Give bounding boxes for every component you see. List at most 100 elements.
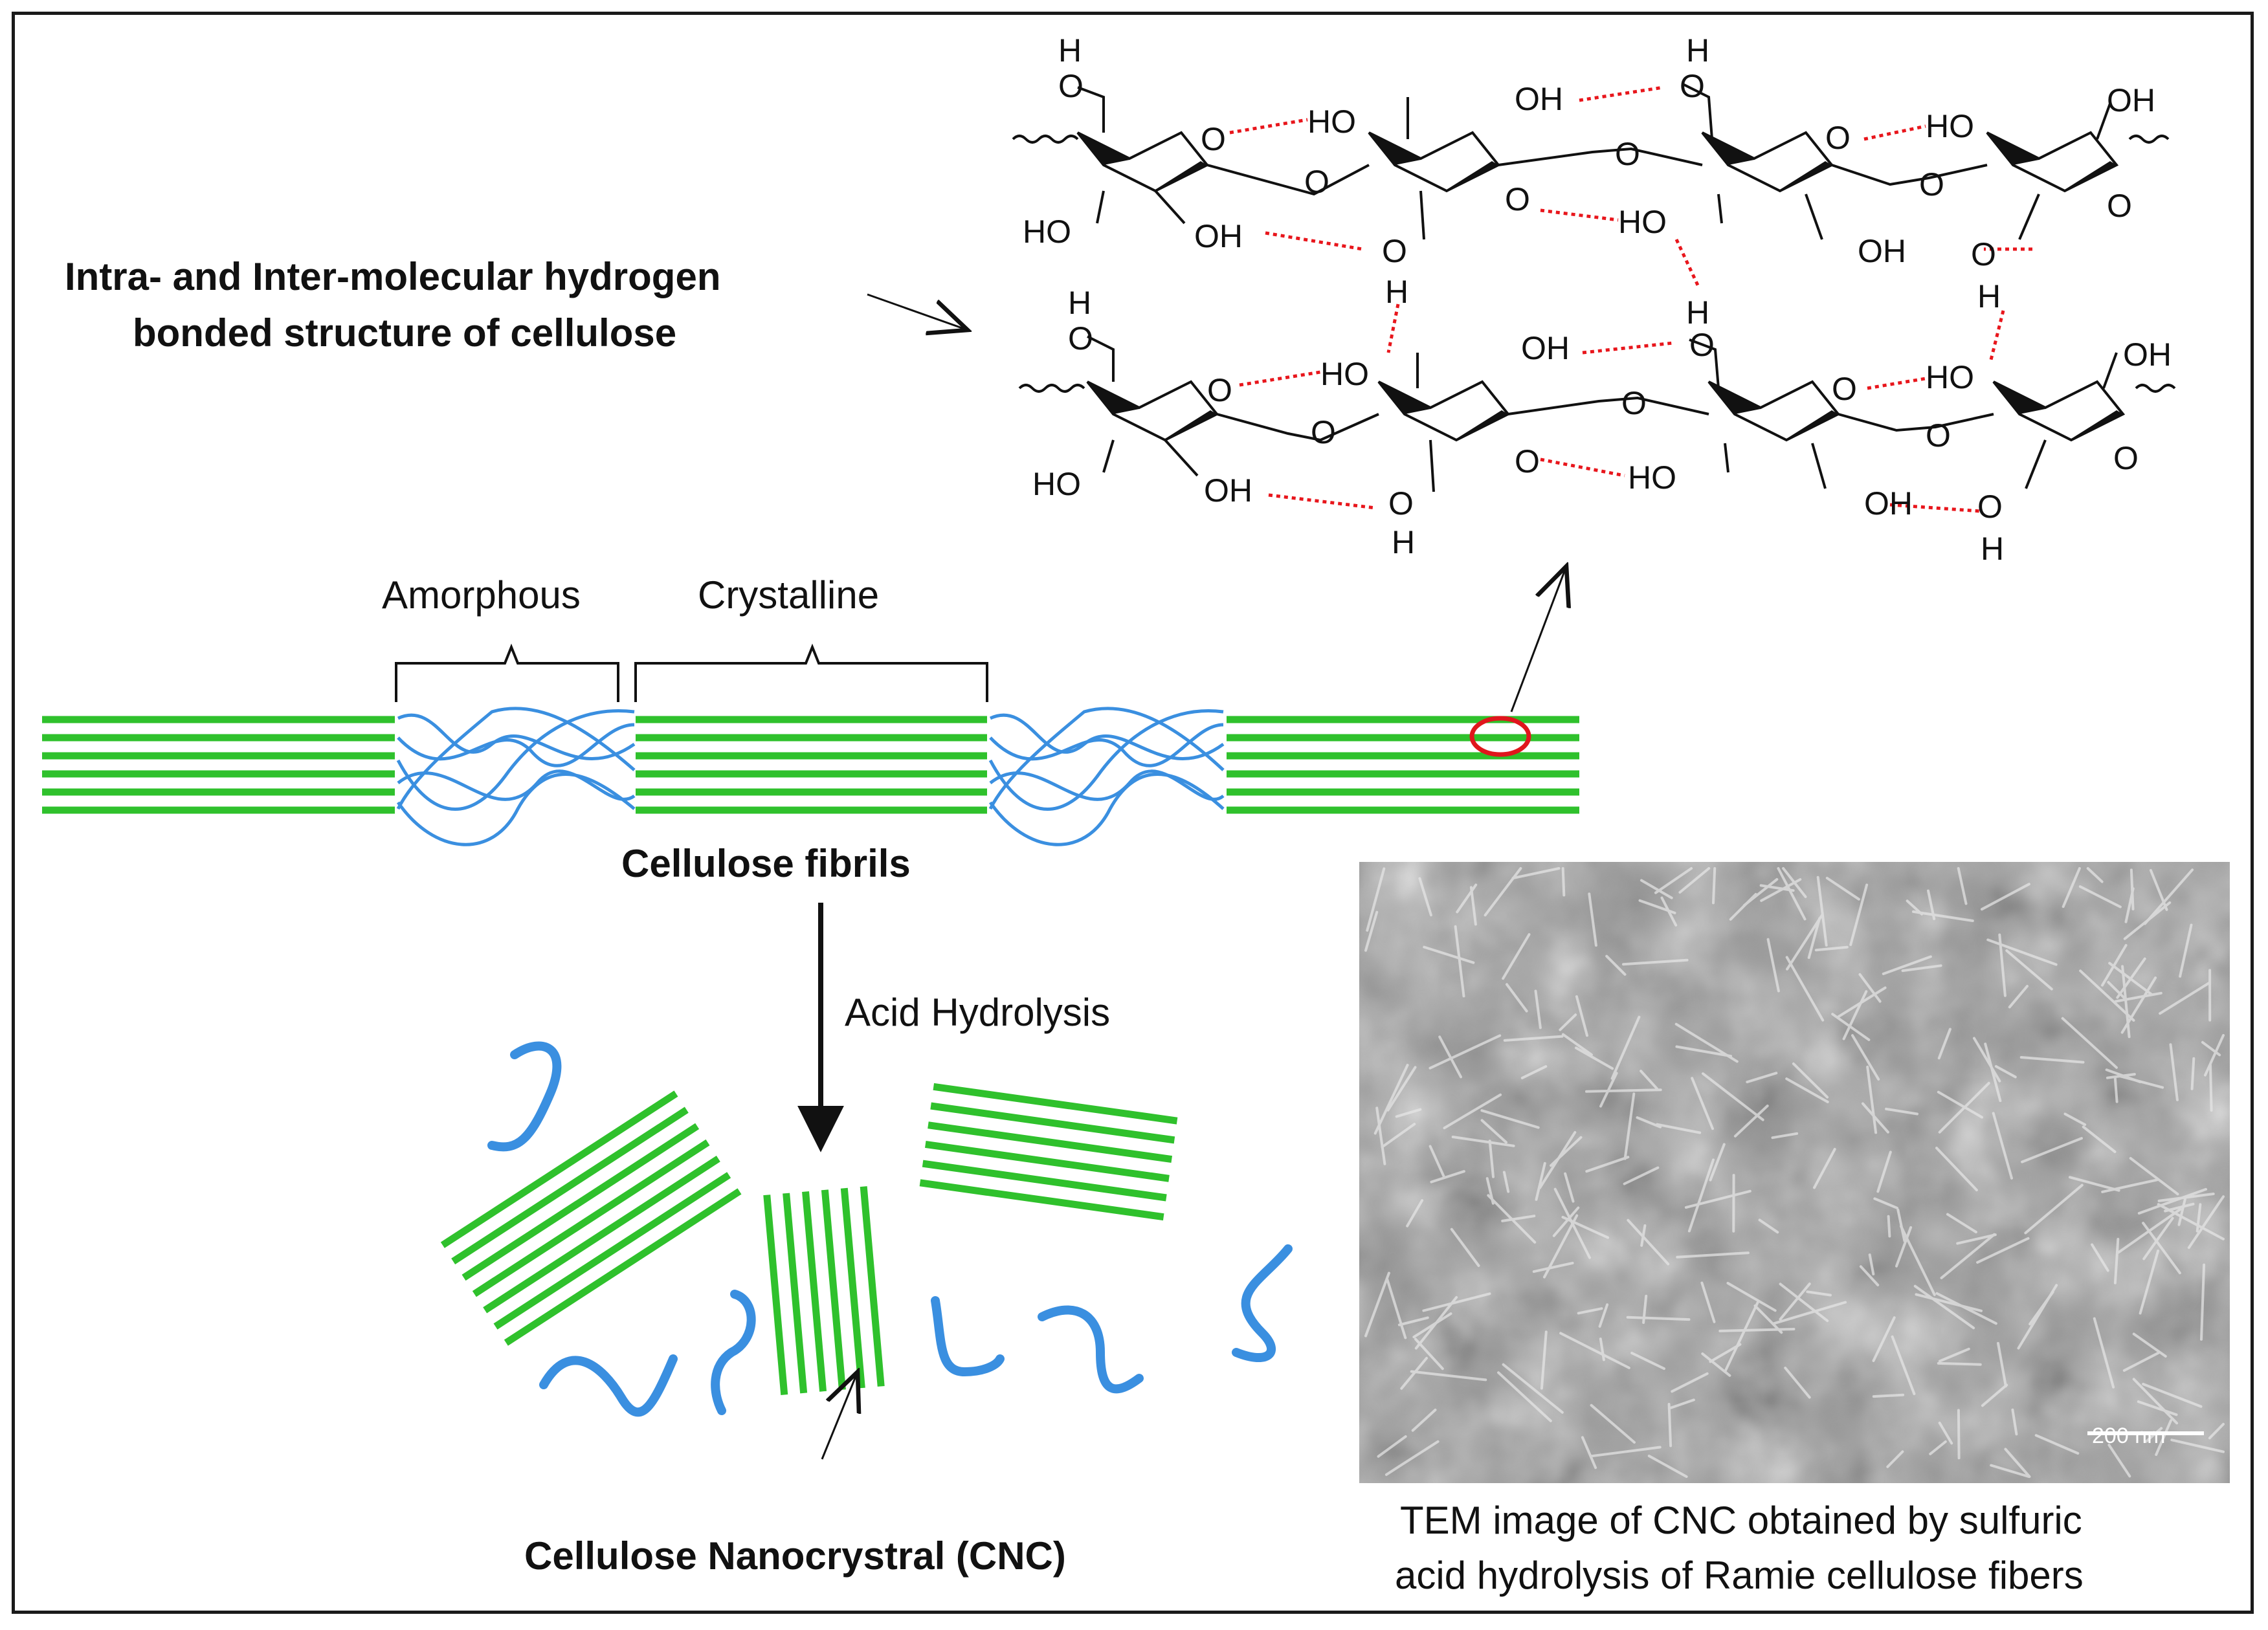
tem-rod xyxy=(1990,1464,2030,1478)
svg-text:HO: HO xyxy=(1618,204,1667,240)
tem-rod xyxy=(2086,867,2104,883)
acid-hydrolysis-label: Acid Hydrolysis xyxy=(845,991,1110,1034)
svg-text:O: O xyxy=(1207,372,1232,408)
tem-rod xyxy=(2069,1176,2120,1192)
tem-rod xyxy=(1534,989,1542,1030)
tem-rod xyxy=(2179,923,2193,978)
tem-rod xyxy=(1984,1042,2002,1103)
tem-rod xyxy=(1873,1197,1898,1209)
tem-rod xyxy=(1539,1130,1577,1189)
tem-rod xyxy=(1872,1316,1896,1362)
tem-rod xyxy=(1729,893,1757,921)
tem-rod xyxy=(2091,1243,2109,1272)
tem-rod xyxy=(1807,917,1821,959)
svg-text:HO: HO xyxy=(1032,466,1081,502)
tem-rod xyxy=(1831,1013,1871,1041)
tem-rod xyxy=(2204,1034,2225,1077)
svg-text:OH: OH xyxy=(1204,472,1252,509)
tem-caption-line1: TEM image of CNC obtained by sulfuric xyxy=(1400,1499,2082,1542)
tem-rod xyxy=(1585,1088,1662,1093)
svg-text:OH: OH xyxy=(1515,81,1563,117)
fibril-bundle-middle xyxy=(636,716,987,814)
tem-rod xyxy=(1956,1233,1997,1245)
svg-text:O: O xyxy=(1971,236,1996,272)
tem-rod xyxy=(1654,867,1693,894)
tem-rod xyxy=(1895,1226,1913,1268)
tem-rod xyxy=(1733,1105,1769,1138)
svg-text:OH: OH xyxy=(2107,82,2155,118)
tem-rod xyxy=(2120,976,2157,1034)
hydrogen-bonds xyxy=(1229,85,2032,513)
tem-rod xyxy=(1590,1404,1636,1444)
tem-rod xyxy=(1418,877,1432,917)
tem-rod xyxy=(1588,892,1597,947)
tem-rod xyxy=(1937,1090,1983,1119)
tem-rod xyxy=(2132,1378,2179,1425)
tem-rod xyxy=(1676,1251,1750,1259)
tem-rod xyxy=(2113,1238,2120,1284)
amorphous-fragments xyxy=(487,1041,1293,1417)
tem-rod xyxy=(2107,980,2128,1001)
tem-rod xyxy=(1412,1312,1452,1339)
tem-rod xyxy=(2004,1448,2031,1478)
tem-rod xyxy=(1862,1102,1889,1134)
tem-rod xyxy=(2008,985,2029,1009)
svg-text:HO: HO xyxy=(1307,104,1356,140)
tem-rod xyxy=(1868,1253,1875,1275)
tem-rod xyxy=(1640,879,1673,899)
tem-rod xyxy=(1777,867,1807,921)
tem-rod xyxy=(1785,1077,1829,1103)
tem-rod xyxy=(1746,1072,1778,1084)
tem-rod xyxy=(1700,1281,1716,1323)
tem-rod xyxy=(1451,1136,1515,1147)
svg-text:H: H xyxy=(1058,32,1082,69)
tem-rod xyxy=(2208,1422,2225,1440)
tem-rod xyxy=(2101,943,2128,987)
amorphous-region-right xyxy=(988,707,1225,846)
tem-rod xyxy=(1851,1034,1880,1081)
tem-rod xyxy=(1684,1189,1751,1209)
tem-rod xyxy=(1487,1194,1537,1244)
svg-text:H: H xyxy=(1686,294,1709,331)
tem-rod xyxy=(2005,949,2053,991)
svg-text:H: H xyxy=(1977,278,2001,314)
tem-rod xyxy=(1397,1316,1429,1327)
tem-rod xyxy=(1552,1206,1580,1237)
tem-rod xyxy=(1395,1108,1422,1118)
tem-rod xyxy=(2093,1317,2115,1389)
tem-rod xyxy=(1849,883,1869,946)
tem-rod xyxy=(1937,1028,1951,1060)
tem-rod xyxy=(1373,1064,1409,1135)
tem-caption-line2: acid hydrolysis of Ramie cellulose fiber… xyxy=(1395,1554,2084,1597)
tem-rod xyxy=(1724,1300,1760,1372)
tem-rod xyxy=(1937,1361,1982,1366)
tem-rod xyxy=(2061,1017,2118,1069)
tem-rod xyxy=(1973,1037,2001,1083)
tem-rod xyxy=(1886,1450,1904,1468)
tem-rod xyxy=(1443,1093,1502,1130)
tem-rod xyxy=(1927,889,1936,920)
cnc-bundle-center xyxy=(763,1186,885,1395)
tem-rod xyxy=(1484,867,1522,917)
tem-rod xyxy=(1687,1158,1715,1233)
chain-end-wavy-right xyxy=(2128,135,2170,144)
tem-rod xyxy=(1575,995,1588,1037)
tem-rod xyxy=(2142,1217,2174,1261)
tem-rod xyxy=(2190,1057,2196,1090)
chem-labels-lower: H H H H O O HO O HO OH OH O O O HO O H O… xyxy=(1032,274,2172,567)
svg-text:HO: HO xyxy=(1023,214,1071,250)
svg-text:O: O xyxy=(1388,485,1414,522)
tem-rod xyxy=(1364,1272,1390,1338)
tem-rod xyxy=(1410,1370,1487,1382)
tem-rod xyxy=(1438,1035,1462,1079)
tem-rod xyxy=(1814,945,1849,952)
cellulose-chain-upper xyxy=(1012,83,2170,240)
tem-rod xyxy=(1782,867,1807,898)
tem-rod xyxy=(1638,899,1676,914)
tem-rod xyxy=(1816,876,1828,947)
tem-rod xyxy=(2019,1056,2085,1064)
tem-rod xyxy=(1981,1383,2008,1407)
tem-rod xyxy=(1702,1072,1764,1121)
tem-rod xyxy=(1502,933,1531,980)
tem-rod xyxy=(1375,1107,1386,1165)
